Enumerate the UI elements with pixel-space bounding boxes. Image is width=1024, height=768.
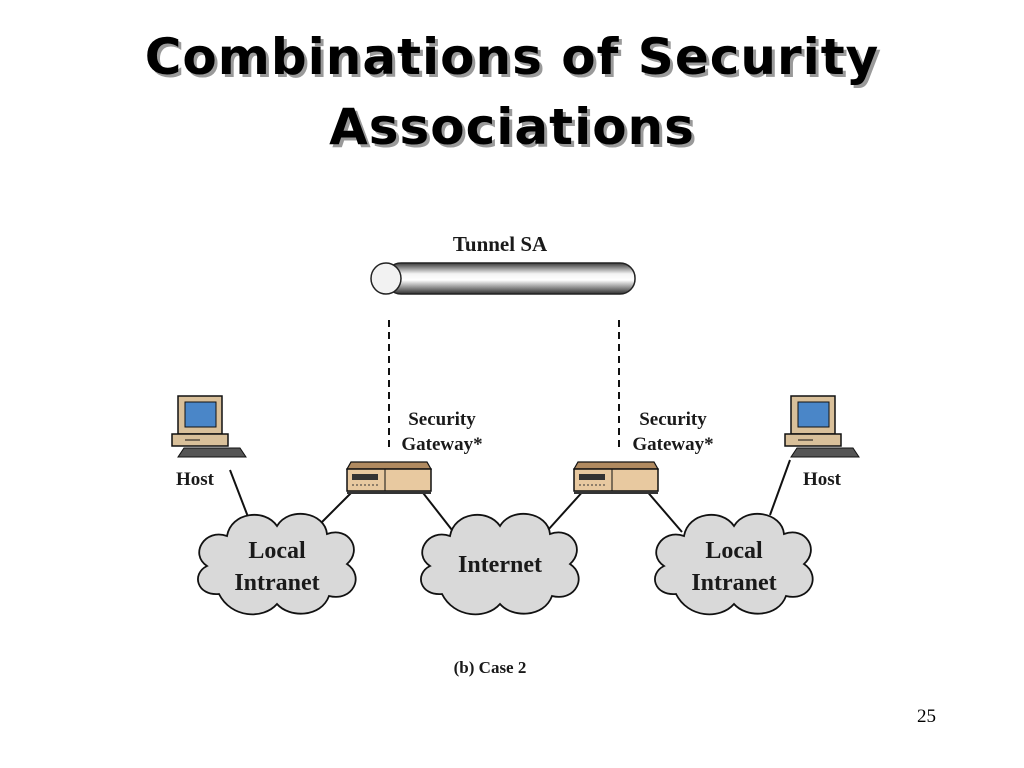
cloud-right-icon [654,512,814,616]
diagram-caption: (b) Case 2 [454,658,527,677]
gateway-right-label-line1: Security [639,409,707,430]
cloud-left-icon [197,512,357,616]
security-gateway-left-icon [345,461,433,494]
tunnel-label: Tunnel SA [453,232,548,256]
tunnel-tube [370,262,636,295]
cloud-internet-icon [420,512,580,616]
host-computer-right-icon [784,395,860,458]
slide-title-line1: Combinations of Security [144,28,880,86]
page-number: 25 [917,706,936,727]
cloud-internet-label: Internet [458,552,542,578]
host-computer-left-icon [171,395,247,458]
cloud-left-label-line1: Local [248,538,306,564]
host-right-label: Host [803,469,842,490]
gateway-left-label-line1: Security [408,409,476,430]
host-left-label: Host [176,469,215,490]
gateway-left-label-line2: Gateway* [401,434,482,455]
cloud-left-label-line2: Intranet [234,570,319,596]
network-links [229,459,791,533]
cloud-right-label-line1: Local [705,538,763,564]
slide-title-line2: Associations [329,98,695,156]
slide-title: Combinations of Security Associations [0,22,1024,162]
cloud-right-label-line2: Intranet [691,570,776,596]
security-gateway-right-icon [572,461,660,494]
gateway-right-label-line2: Gateway* [632,434,713,455]
